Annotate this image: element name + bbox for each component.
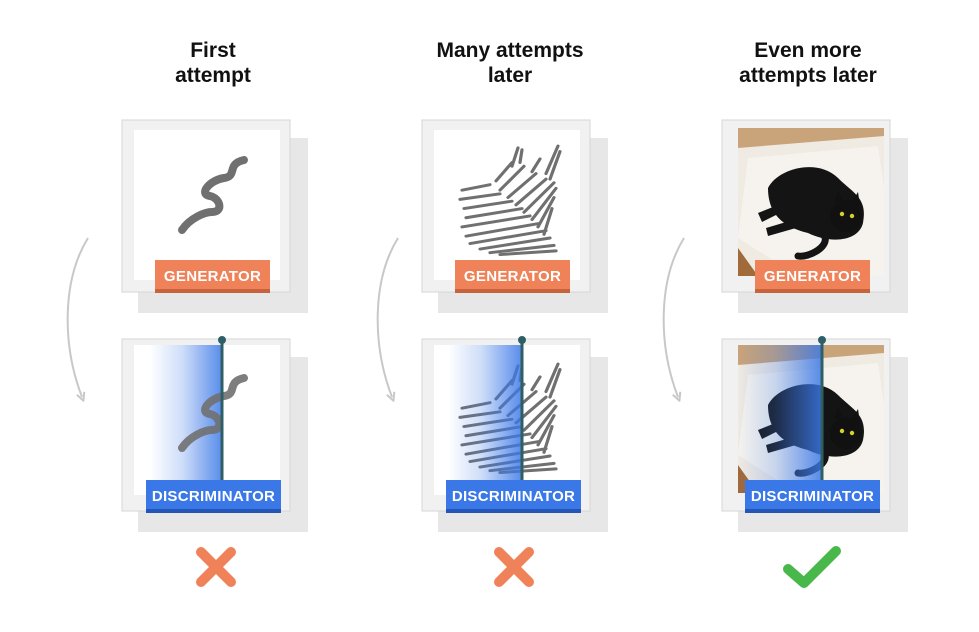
column-1-flow-arrow — [66, 237, 89, 397]
column-2-discriminator-card: DISCRIMINATOR — [421, 336, 608, 532]
column-3-generator-card: GENERATOR — [721, 119, 908, 313]
column-1-discriminator-card: DISCRIMINATOR — [121, 336, 308, 532]
column-1-title-line1: First — [190, 39, 236, 62]
column-2-generator-label: GENERATOR — [464, 268, 561, 285]
check-icon — [783, 546, 841, 588]
column-1-generator-label: GENERATOR — [164, 268, 261, 285]
column-3-discriminator-sweep — [738, 345, 822, 493]
column-3-discriminator-card: DISCRIMINATOR — [721, 336, 908, 532]
cross-icon — [196, 547, 236, 587]
column-1-discriminator-label: DISCRIMINATOR — [152, 488, 275, 505]
column-1-title: First attempt — [83, 38, 343, 88]
column-3-title: Even more attempts later — [678, 38, 938, 88]
column-1-title-line2: attempt — [175, 64, 251, 87]
column-1-judged-scribble — [178, 374, 248, 452]
column-2-flow-arrow — [376, 237, 399, 397]
column-3-generated-cat-photo — [738, 128, 884, 276]
column-3-flow-arrow — [662, 237, 685, 397]
column-2-title: Many attempts later — [380, 38, 640, 88]
cross-icon — [494, 547, 534, 587]
column-2-title-line2: later — [487, 64, 533, 87]
column-1-generator-card: GENERATOR — [121, 119, 308, 313]
column-3-title-line2: attempts later — [739, 64, 877, 87]
column-2-discriminator-sweep — [448, 345, 522, 495]
column-3-discriminator-label: DISCRIMINATOR — [751, 488, 874, 505]
column-1-discriminator-sweep — [150, 345, 222, 495]
column-1-generated-scribble — [178, 156, 248, 234]
column-3-generator-label: GENERATOR — [764, 268, 861, 285]
column-2-discriminator-label: DISCRIMINATOR — [452, 488, 575, 505]
column-2-generator-card: GENERATOR — [421, 119, 608, 313]
column-2-title-line1: Many attempts — [436, 39, 584, 62]
column-3-title-line1: Even more — [754, 39, 862, 62]
